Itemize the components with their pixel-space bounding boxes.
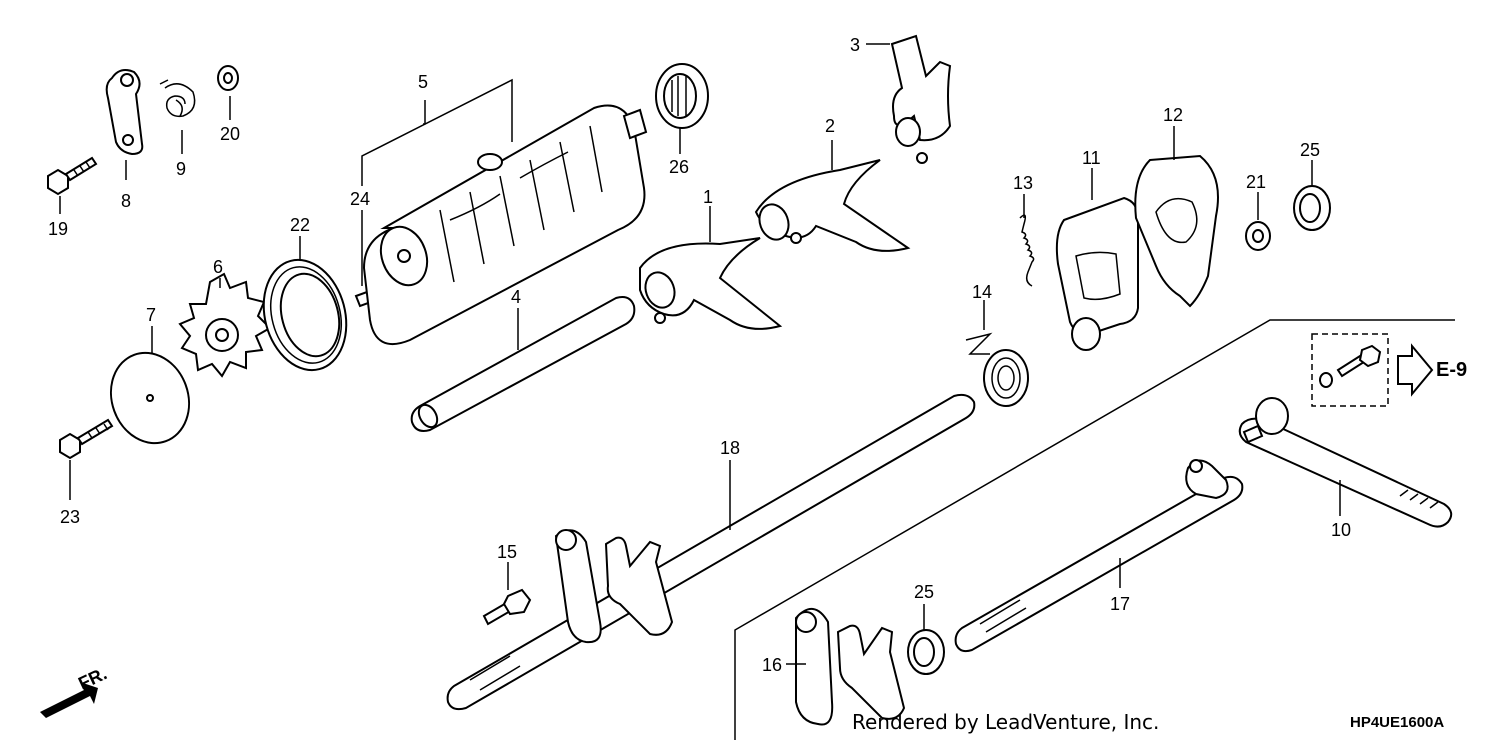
callout-19: 19 <box>48 219 68 239</box>
part-7-disc[interactable] <box>99 342 202 454</box>
callout-20: 20 <box>220 124 240 144</box>
callout-15: 15 <box>497 542 517 562</box>
part-21-washer[interactable] <box>1245 221 1271 251</box>
callout-16: 16 <box>762 655 782 675</box>
callout-4: 4 <box>511 287 521 307</box>
part-25-bearing-upper[interactable] <box>1293 185 1331 231</box>
cross-reference-label: E-9 <box>1436 359 1467 381</box>
part-11-plate[interactable] <box>1055 196 1139 351</box>
part-10-shift-spindle[interactable] <box>1238 397 1453 528</box>
part-9-spring[interactable] <box>159 79 196 118</box>
callout-10: 10 <box>1331 520 1351 540</box>
callout-23: 23 <box>60 507 80 527</box>
callout-6: 6 <box>213 257 223 277</box>
callout-12: 12 <box>1163 105 1183 125</box>
callout-3: 3 <box>850 35 860 55</box>
part-23-bolt[interactable] <box>59 418 114 460</box>
section-divider <box>734 319 1455 740</box>
part-3-shift-fork[interactable] <box>890 34 952 164</box>
part-17-shaft[interactable] <box>954 459 1244 653</box>
part-25-bearing-lower[interactable] <box>907 629 945 675</box>
leader-lines <box>59 43 1341 665</box>
callout-25-upper: 25 <box>1300 140 1320 160</box>
part-5-shift-drum[interactable] <box>362 104 648 345</box>
diagram-code: HP4UE1600A <box>1350 714 1445 731</box>
part-1-shift-fork[interactable] <box>639 237 783 330</box>
part-20-washer[interactable] <box>217 65 239 91</box>
part-15-bolt[interactable] <box>482 588 532 626</box>
part-2-shift-fork[interactable] <box>754 159 911 252</box>
callout-26: 26 <box>669 157 689 177</box>
part-22-bearing[interactable] <box>252 251 358 380</box>
part-16-arm-assembly[interactable] <box>795 608 906 726</box>
callout-7: 7 <box>146 305 156 325</box>
front-arrow-icon <box>40 682 98 718</box>
callout-22: 22 <box>290 215 310 235</box>
callout-17: 17 <box>1110 594 1130 614</box>
callout-labels: 1 2 3 4 5 6 7 8 9 10 11 12 13 14 15 16 1… <box>48 35 1351 675</box>
callout-1: 1 <box>703 187 713 207</box>
callout-24: 24 <box>350 189 370 209</box>
credit-text: Rendered by LeadVenture, Inc. <box>852 710 1160 734</box>
callout-25-lower: 25 <box>914 582 934 602</box>
callout-11: 11 <box>1082 148 1101 168</box>
callout-5: 5 <box>418 72 428 92</box>
callout-2: 2 <box>825 116 835 136</box>
part-18-shift-shaft[interactable] <box>446 393 976 711</box>
part-6-star-plate[interactable] <box>178 272 272 378</box>
callout-8: 8 <box>121 191 131 211</box>
callout-18: 18 <box>720 438 740 458</box>
part-4-shaft[interactable] <box>410 296 636 432</box>
part-13-spring[interactable] <box>1019 214 1035 287</box>
callout-13: 13 <box>1013 173 1033 193</box>
part-8-arm-plate[interactable] <box>105 69 144 156</box>
front-indicator-label: FR. <box>75 663 110 693</box>
callout-14: 14 <box>972 282 992 302</box>
callout-9: 9 <box>176 159 186 179</box>
part-12-plate[interactable] <box>1134 154 1219 308</box>
part-19-bolt[interactable] <box>47 156 98 196</box>
part-14-spring[interactable] <box>965 332 1029 407</box>
part-26-bearing[interactable] <box>655 63 709 129</box>
callout-21: 21 <box>1246 172 1266 192</box>
cross-reference-box[interactable] <box>1311 333 1434 407</box>
